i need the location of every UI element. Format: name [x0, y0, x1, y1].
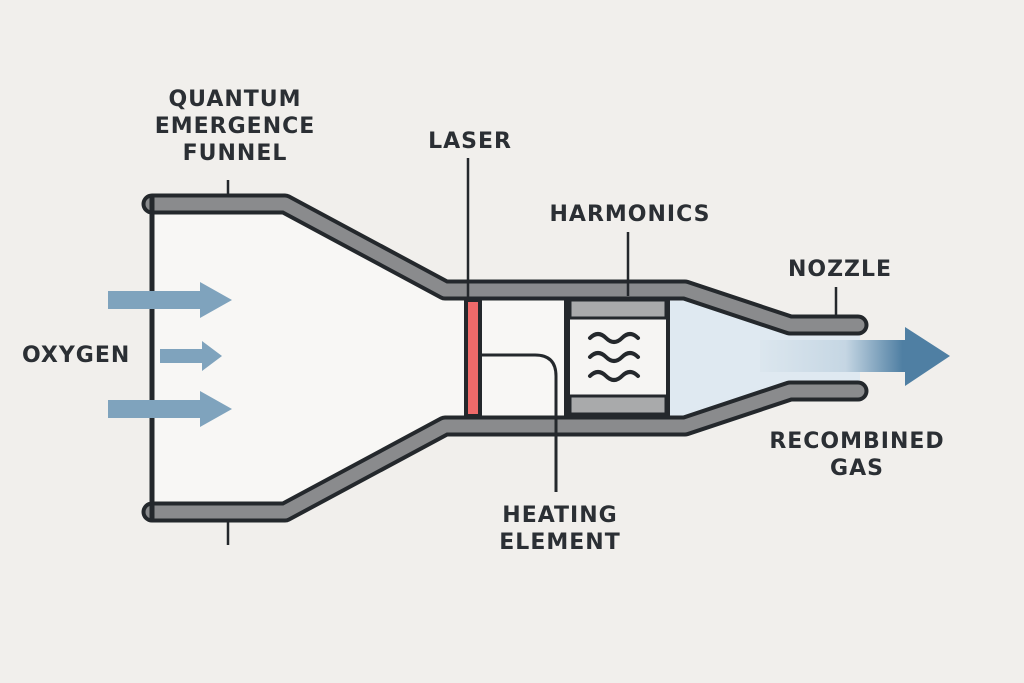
arrow-icon	[160, 341, 222, 371]
funnel-label-line: QUANTUM	[168, 87, 302, 112]
laser-label: LASER	[428, 129, 512, 154]
oxygen-label: OXYGEN	[22, 343, 131, 368]
laser-bar	[464, 298, 482, 418]
heating-label-line: ELEMENT	[499, 530, 621, 555]
harmonics-chamber	[566, 298, 670, 418]
funnel-label-line: EMERGENCE	[154, 114, 316, 139]
funnel-label: QUANTUM EMERGENCE FUNNEL	[130, 86, 340, 167]
oxygen-arrows	[108, 282, 232, 427]
arrow-icon	[108, 282, 232, 318]
recombined-label-line: RECOMBINED	[769, 429, 945, 454]
recombined-gas-label: RECOMBINED GAS	[752, 428, 962, 482]
heating-wire	[480, 353, 558, 492]
nozzle-label: NOZZLE	[787, 257, 893, 282]
funnel-chamber	[152, 212, 860, 504]
wave-icon	[588, 332, 640, 382]
heating-element-label: HEATING ELEMENT	[480, 502, 640, 556]
heating-label-line: HEATING	[502, 503, 618, 528]
recombined-label-line: GAS	[830, 456, 884, 481]
arrow-icon	[108, 391, 232, 427]
harmonics-label: HARMONICS	[549, 202, 711, 227]
funnel-label-line: FUNNEL	[182, 141, 288, 166]
output-arrow	[760, 327, 950, 386]
